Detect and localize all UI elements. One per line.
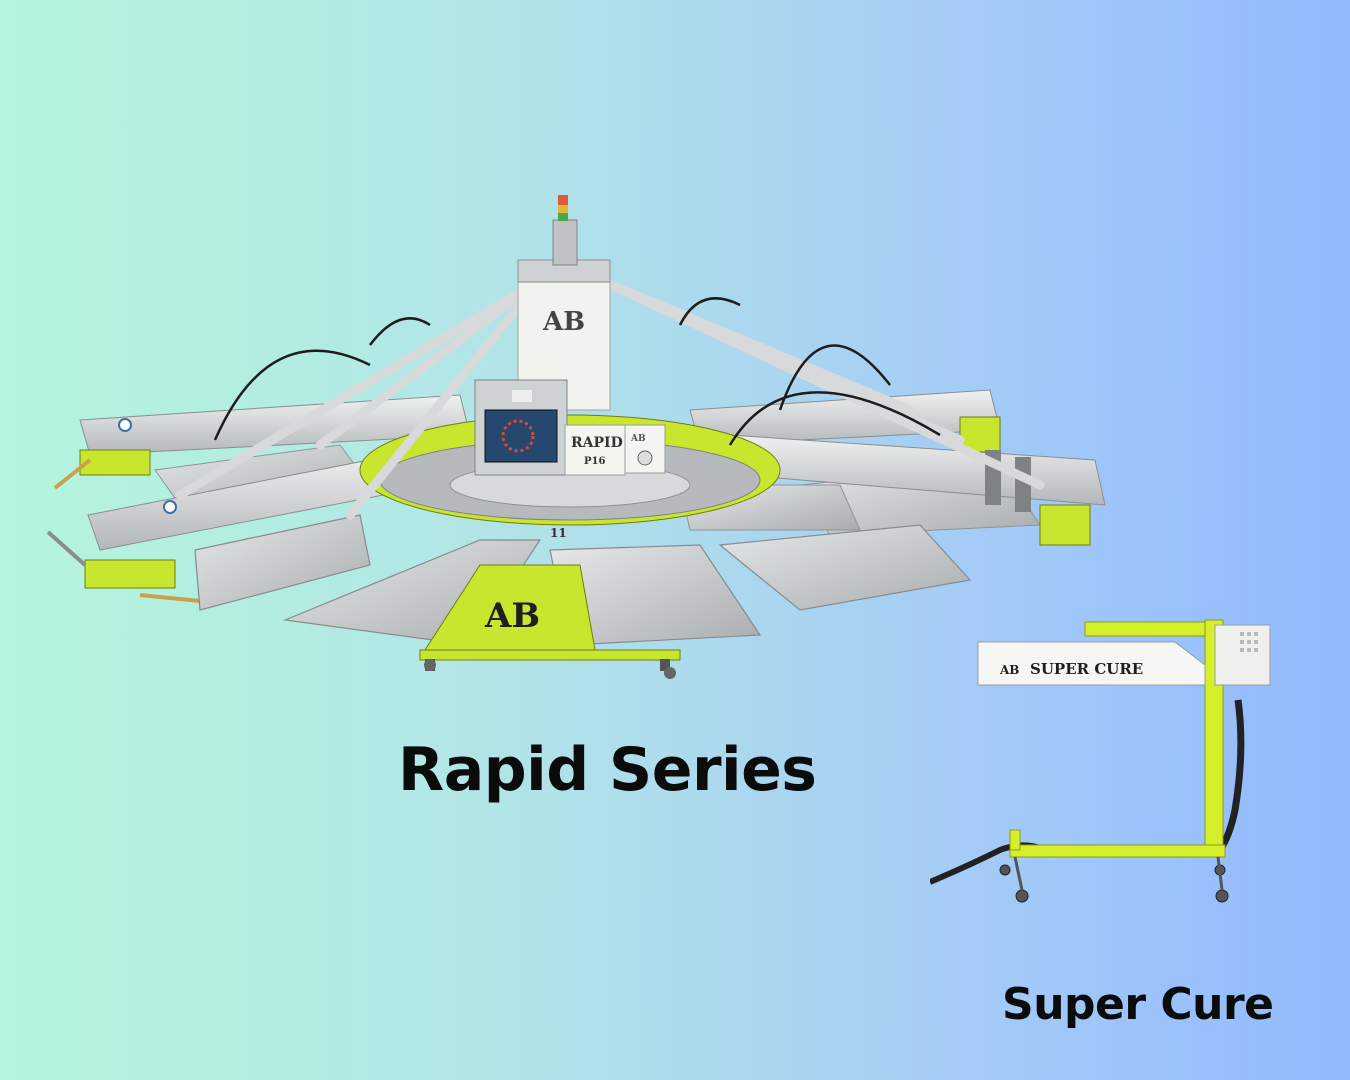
overhead-arms [175, 275, 1045, 520]
hoses [213, 297, 941, 446]
dryer-base [1009, 844, 1226, 858]
super-cure-dryer-image: SUPER CURE AB [930, 619, 1271, 903]
stand-logo: AB [484, 596, 540, 636]
model-code: P16 [584, 456, 605, 467]
rapid-series-machine-image: AB AB [46, 195, 1106, 679]
model-name: RAPID [571, 435, 623, 451]
side-panel-logo: AB [630, 434, 646, 444]
column-logo: AB [542, 307, 585, 337]
dryer-label: SUPER CURE [1030, 660, 1143, 678]
casters [999, 864, 1229, 903]
left-print-heads [46, 394, 471, 605]
super-cure-caption: Super Cure [1002, 979, 1274, 1030]
dryer-logo: AB [999, 663, 1019, 677]
signal-light-yellow [558, 205, 568, 213]
touch-screen [484, 409, 558, 463]
station-number: 11 [550, 526, 567, 540]
signal-light-red [558, 195, 568, 205]
heater-panel [977, 641, 1206, 686]
rapid-series-caption: Rapid Series [398, 735, 817, 805]
signal-light-green [558, 213, 568, 221]
